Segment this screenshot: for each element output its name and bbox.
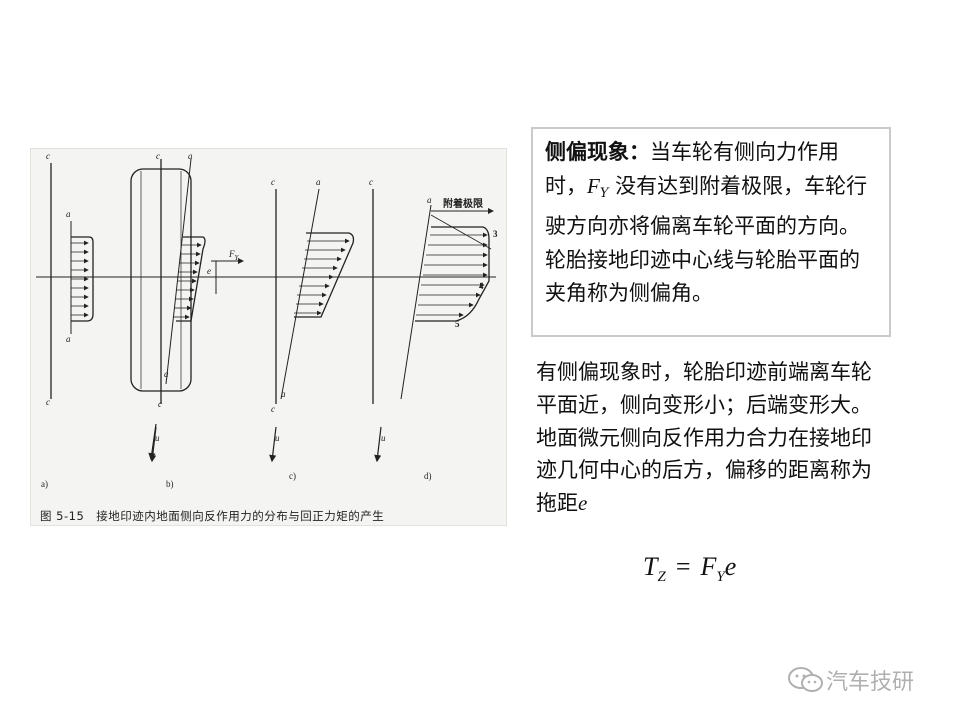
watermark-text: 汽车技研: [826, 670, 915, 695]
line-label-a: a: [316, 177, 321, 187]
panel-b-drawing: [130, 158, 244, 463]
formula-equals: =: [675, 552, 691, 581]
offset-label: e: [207, 266, 211, 276]
line-label-c: c: [271, 177, 275, 187]
tire-slip-figure: c a a c c a a c FY e c a a c c a 附着极限 3 …: [30, 148, 507, 526]
formula-rhs: F: [700, 552, 717, 581]
point-label-3: 3: [493, 229, 498, 239]
figure-drawing: [36, 158, 496, 463]
aligning-moment-formula: TZ = FYe: [643, 552, 736, 586]
point-label-4: 4: [479, 281, 484, 291]
figure-caption: 图 5-15 接地印迹内地面侧向反作用力的分布与回正力矩的产生: [40, 509, 385, 523]
paragraph-text: 有侧偏现象时，轮胎印迹前端离车轮平面近，侧向变形小；后端变形大。地面微元侧向反作…: [536, 360, 872, 516]
lateral-force-subscript: Y: [599, 185, 609, 201]
definition-title: 侧偏现象：: [545, 139, 650, 164]
definition-text-1: 当车轮有侧向力作用时，: [545, 140, 839, 198]
panel-a-drawing: [50, 163, 157, 461]
line-label-c: c: [46, 397, 50, 407]
formula-rhs-sub: Y: [716, 569, 725, 585]
line-label-c: c: [271, 404, 275, 414]
line-label-a: a: [66, 334, 71, 344]
velocity-label: u: [155, 433, 160, 443]
formula-lhs: T: [643, 552, 658, 581]
velocity-label: u: [381, 433, 386, 443]
definition-text-2: 没有达到附着极限，车轮行驶方向亦将偏离车轮平面的方向。轮胎接地印迹中心线与轮胎平…: [545, 173, 868, 306]
panel-label-b: b): [166, 479, 174, 489]
trail-paragraph: 有侧偏现象时，轮胎印迹前端离车轮平面近，侧向变形小；后端变形大。地面微元侧向反作…: [536, 356, 886, 520]
trail-symbol: e: [578, 491, 588, 516]
panel-label-c: c): [289, 471, 296, 481]
point-label-5: 5: [455, 319, 460, 329]
panel-c-drawing: [269, 188, 355, 463]
watermark: 汽车技研: [786, 664, 914, 696]
adhesion-limit-label: 附着极限: [443, 199, 483, 210]
line-label-a: a: [281, 389, 286, 399]
panel-d-drawing: [372, 189, 494, 463]
wechat-icon: [788, 667, 823, 692]
formula-rhs-tail: e: [724, 552, 737, 581]
velocity-label: u: [275, 433, 280, 443]
formula-lhs-sub: Z: [657, 569, 666, 585]
panel-label-a: a): [41, 479, 48, 489]
definition-box: 侧偏现象：当车轮有侧向力作用时，FY 没有达到附着极限，车轮行驶方向亦将偏离车轮…: [531, 127, 891, 337]
line-label-a: a: [164, 369, 169, 379]
force-label: FY: [229, 249, 239, 262]
line-label-a: a: [188, 151, 193, 161]
line-label-a: a: [427, 195, 432, 205]
line-label-c: c: [156, 151, 160, 161]
line-label-c: c: [46, 151, 50, 161]
line-label-c: c: [369, 177, 373, 187]
panel-label-d: d): [424, 471, 432, 481]
lateral-force-symbol: F: [587, 173, 600, 198]
line-label-a: a: [66, 209, 71, 219]
line-label-c: c: [158, 399, 162, 409]
